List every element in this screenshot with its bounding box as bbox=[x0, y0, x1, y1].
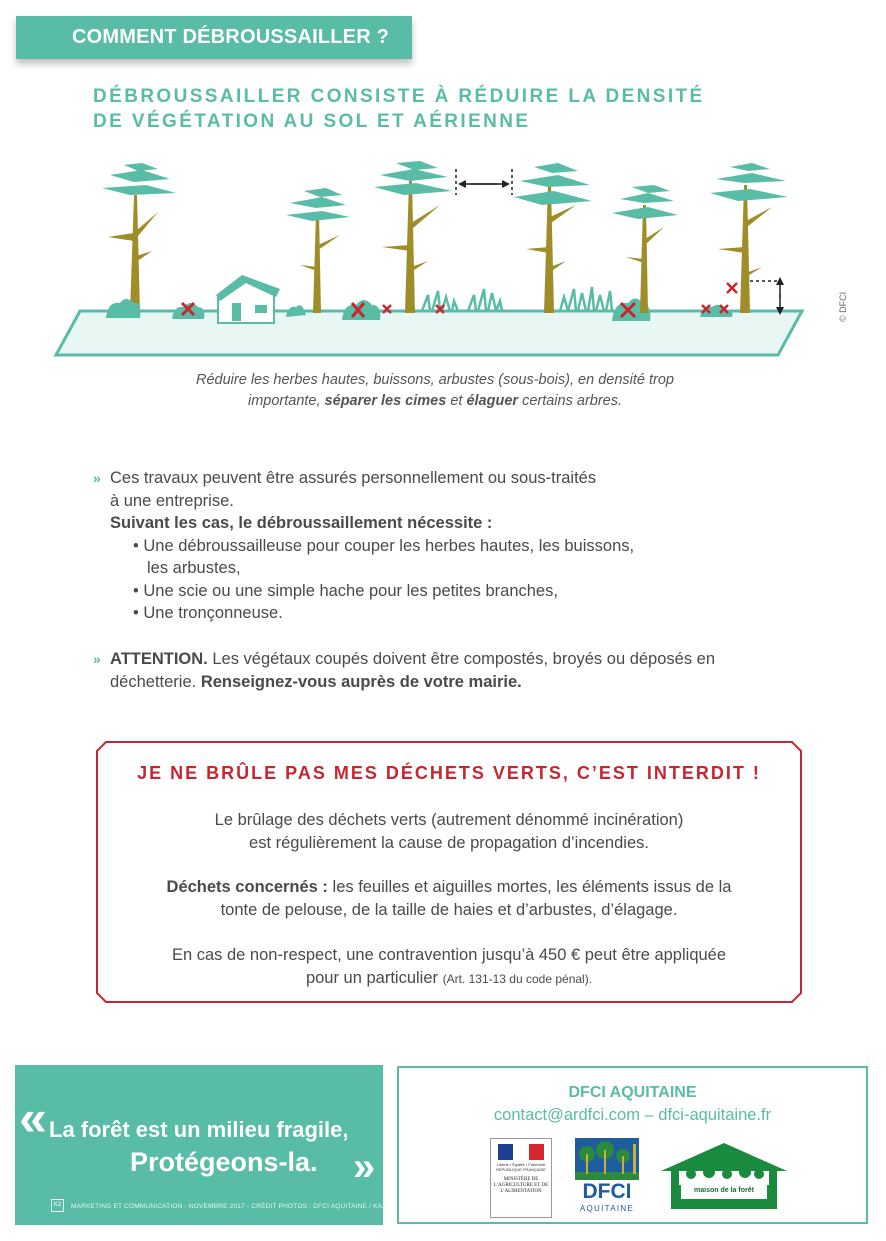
credits-footer: MARKETING ET COMMUNICATION - NOVEMBRE 20… bbox=[71, 1203, 387, 1210]
list-item: • Une tronçonneuse. bbox=[133, 604, 283, 622]
tree-6 bbox=[710, 163, 788, 313]
warning-paragraph-3: En cas de non-respect, une contravention… bbox=[171, 946, 727, 987]
paragraph-travaux: »Ces travaux peuvent être assurés person… bbox=[93, 467, 793, 625]
tree-5 bbox=[612, 185, 678, 313]
cut-mark bbox=[435, 304, 445, 314]
subtitle-line-1: DÉBROUSSAILLER CONSISTE À RÉDUIRE LA DEN… bbox=[93, 86, 705, 107]
section-header: COMMENT DÉBROUSSAILLER ? bbox=[16, 16, 412, 59]
bush-1 bbox=[106, 299, 141, 318]
ground-plane bbox=[53, 309, 805, 357]
cut-mark bbox=[726, 282, 738, 294]
maison-foret-logo: maison de la forêt bbox=[659, 1141, 789, 1213]
tree-3 bbox=[374, 161, 452, 313]
cut-mark bbox=[619, 301, 637, 319]
section-title: COMMENT DÉBROUSSAILLER ? bbox=[72, 26, 390, 48]
list-item: • Une débroussailleuse pour couper les h… bbox=[133, 536, 635, 555]
house-icon bbox=[216, 275, 280, 324]
subtitle-line-2: DE VÉGÉTATION AU SOL ET AÉRIENNE bbox=[93, 111, 531, 132]
bush-3 bbox=[286, 305, 306, 317]
tree-4 bbox=[514, 163, 592, 313]
cut-mark bbox=[350, 302, 366, 318]
dfci-logo: DFCI AQUITAINE bbox=[575, 1138, 639, 1218]
french-flag-icon bbox=[498, 1144, 544, 1160]
illustration-caption: Réduire les herbes hautes, buissons, arb… bbox=[196, 372, 674, 409]
chevron-icon: » bbox=[93, 470, 101, 486]
bush-4 bbox=[342, 300, 381, 320]
list-item: • Une scie ou une simple hache pour les … bbox=[133, 581, 558, 600]
paragraph-attention: »ATTENTION. Les végétaux coupés doivent … bbox=[93, 650, 716, 691]
grass-2 bbox=[466, 288, 504, 312]
house-forest-icon bbox=[661, 1143, 787, 1209]
warning-title: JE NE BRÛLE PAS MES DÉCHETS VERTS, C’EST… bbox=[137, 763, 761, 783]
tree-1 bbox=[102, 163, 176, 313]
chevron-icon: » bbox=[93, 651, 101, 667]
illustration-credit: © DFCI bbox=[838, 291, 848, 322]
warning-paragraph-1: Le brûlage des déchets verts (autrement … bbox=[214, 811, 684, 852]
contact-links[interactable]: contact@ardfci.com – dfci-aquitaine.fr bbox=[493, 1106, 772, 1124]
page-subtitle: DÉBROUSSAILLER CONSISTE À RÉDUIRE LA DEN… bbox=[93, 84, 733, 134]
agency-logo: K2 bbox=[51, 1199, 64, 1212]
quote-block: « La forêt est un milieu fragile, Protég… bbox=[15, 1065, 387, 1225]
grass-3 bbox=[558, 286, 614, 312]
cut-mark bbox=[180, 301, 196, 317]
warning-frame bbox=[96, 741, 802, 1003]
warning-box: JE NE BRÛLE PAS MES DÉCHETS VERTS, C’EST… bbox=[96, 741, 802, 1003]
tree-2 bbox=[286, 188, 350, 313]
quote-open-mark: « bbox=[19, 1090, 47, 1146]
cut-mark bbox=[701, 304, 729, 314]
quote-line-2: Protégeons-la. bbox=[130, 1147, 318, 1177]
contact-title: DFCI AQUITAINE bbox=[568, 1084, 697, 1101]
debroussaillage-illustration bbox=[53, 161, 805, 357]
contact-block: DFCI AQUITAINE contact@ardfci.com – dfci… bbox=[397, 1066, 868, 1224]
warning-paragraph-2: Déchets concernés : les feuilles et aigu… bbox=[166, 878, 732, 919]
grass-1 bbox=[420, 290, 460, 312]
quote-line-1: La forêt est un milieu fragile, bbox=[49, 1117, 349, 1142]
quote-close-mark: » bbox=[353, 1145, 376, 1189]
cut-mark bbox=[382, 304, 392, 314]
list-item: les arbustes, bbox=[147, 559, 241, 577]
forest-icon bbox=[575, 1141, 639, 1180]
